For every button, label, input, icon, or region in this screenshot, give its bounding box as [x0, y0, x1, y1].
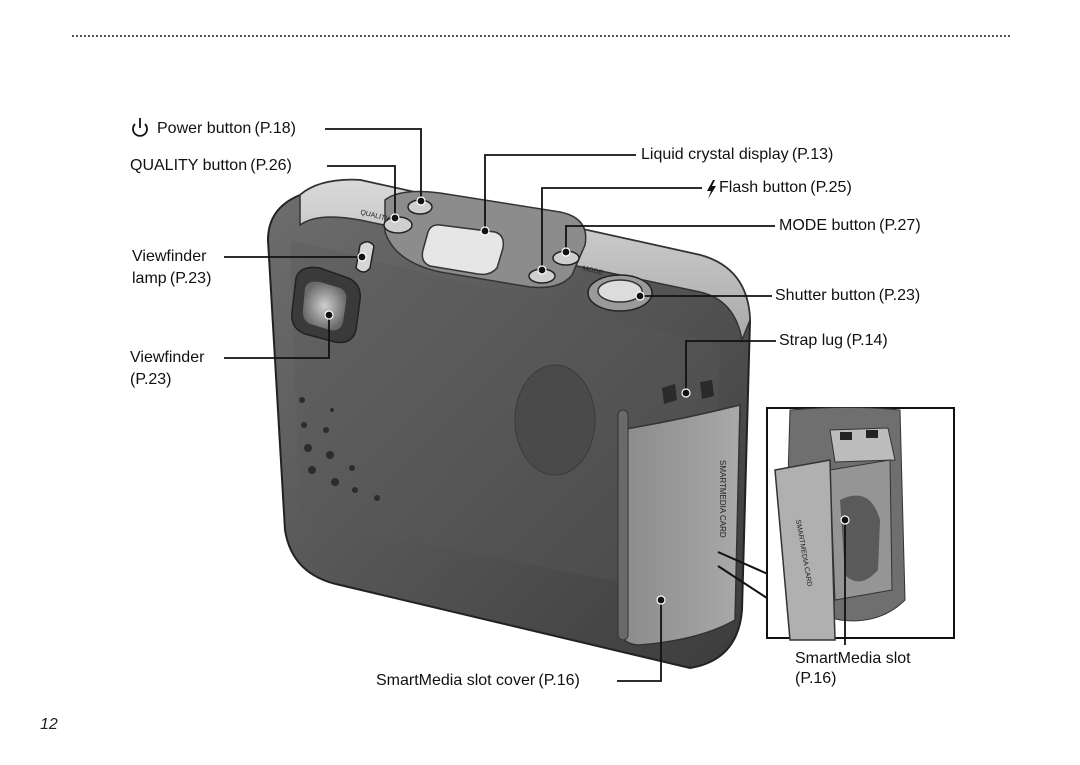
quality-button-label: QUALITY button (P.26) — [130, 157, 292, 174]
smartmedia-slot-label-line1: SmartMedia slot — [795, 650, 911, 667]
strap-lug-label: Strap lug (P.14) — [779, 332, 888, 349]
speaker-dots — [299, 397, 380, 501]
leader-lines — [224, 128, 846, 682]
viewfinder-lamp-label-line2: lamp (P.23) — [132, 270, 212, 287]
flash-icon — [707, 180, 716, 199]
shutter-button-label: Shutter button (P.23) — [775, 287, 921, 304]
shutter-button-shape — [597, 279, 643, 303]
top-plate — [384, 190, 587, 289]
top-dotted-rule — [72, 35, 1010, 37]
smartmedia-marking: SMARTMEDIA CARD — [718, 460, 727, 538]
viewfinder-label-line2: (P.23) — [130, 371, 172, 388]
mode-marking: MODE — [582, 265, 604, 277]
smartmedia-slot-label-line2: (P.16) — [795, 670, 837, 687]
viewfinder-window — [291, 266, 361, 344]
strap-lug-shape — [662, 380, 714, 404]
power-icon — [132, 118, 148, 137]
mode-button-label: MODE button (P.27) — [779, 217, 921, 234]
viewfinder-lamp-label-line1: Viewfinder — [132, 248, 207, 265]
inset-slot-view: SMARTMEDIA CARD — [766, 407, 955, 641]
leader-dots — [324, 196, 850, 605]
viewfinder-label-line1: Viewfinder — [130, 349, 205, 366]
lcd-label: Liquid crystal display (P.13) — [641, 146, 834, 163]
lcd-screen — [421, 224, 505, 276]
power-button-label: Power button (P.18) — [157, 120, 296, 137]
smartmedia-slot-cover-label: SmartMedia slot cover (P.16) — [376, 672, 580, 689]
flash-button-label: Flash button (P.25) — [719, 179, 852, 196]
page-number: 12 — [40, 716, 58, 733]
slot-cover-shape: SMARTMEDIA CARD — [617, 404, 741, 646]
